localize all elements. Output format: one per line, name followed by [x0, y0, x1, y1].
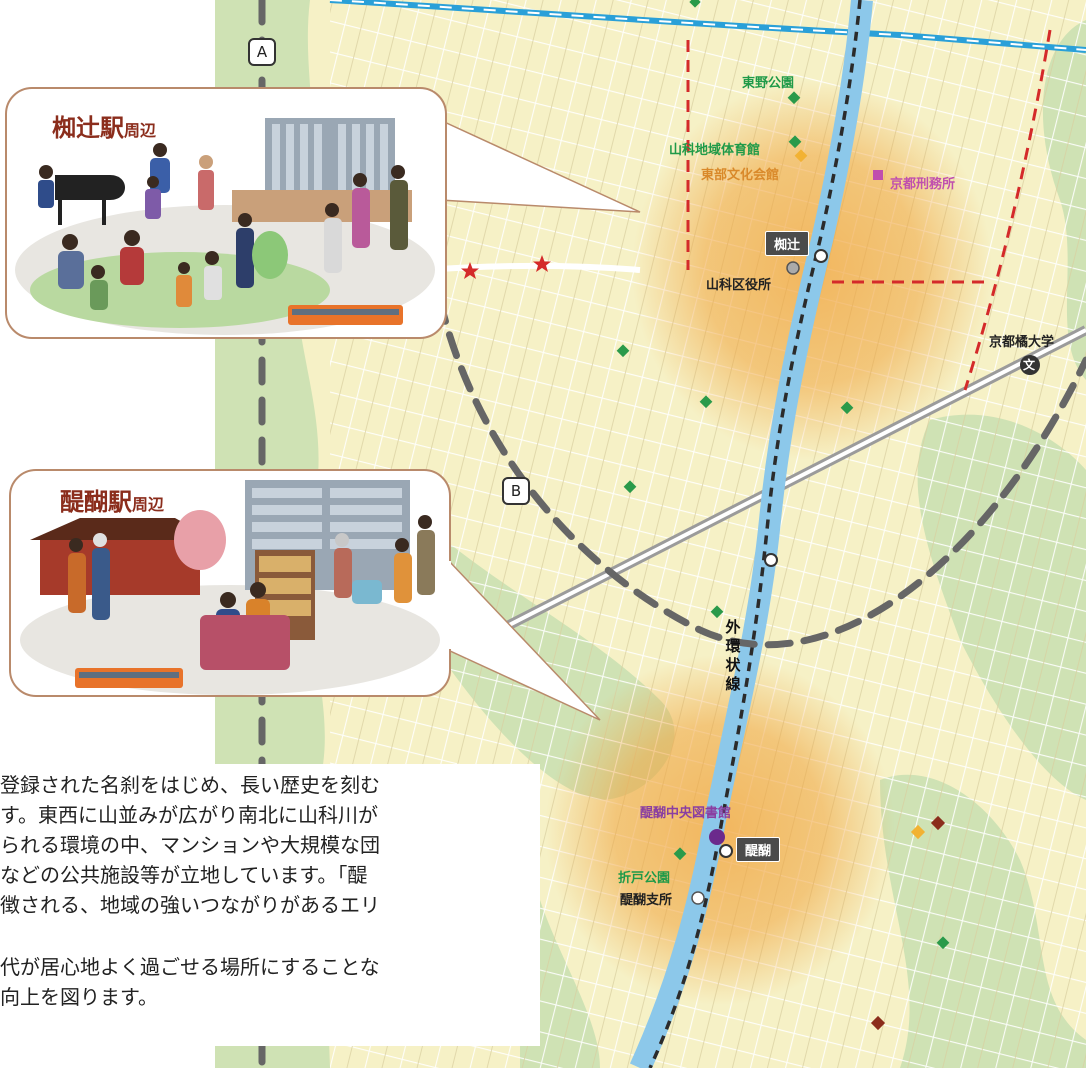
university-label: 京都橘大学	[989, 335, 1055, 350]
callout-nagitsuji-title: 椥辻駅周辺	[52, 108, 156, 143]
callout-nagitsuji-suffix: 周辺	[124, 121, 157, 140]
outer-loop-line-label: 外 環 状 線	[723, 618, 743, 694]
callout-nagitsuji-name: 椥辻駅	[52, 114, 124, 142]
line-label-char: 線	[725, 675, 741, 693]
line-label-char: 環	[725, 637, 741, 655]
description-line: す。東西に山並みが広がり南北に山科川が	[0, 803, 378, 827]
description-line: 代が居心地よく過ごせる場所にすることな	[0, 955, 380, 979]
description-line: 登録された名刹をはじめ、長い歴史を刻む	[0, 773, 380, 797]
library-dot	[709, 829, 725, 845]
culture-hall-label: 東部文化会館	[701, 168, 780, 183]
callout-daigo-suffix: 周辺	[132, 495, 165, 514]
route-a-badge: A	[248, 38, 276, 66]
boundary-east	[963, 29, 1052, 391]
university-icon-glyph: 文	[1023, 358, 1036, 372]
ward-office-dot	[786, 261, 800, 275]
description-line: 徴される、地域の強いつながりがあるエリ	[0, 893, 380, 917]
subway-line	[648, 0, 862, 1068]
callout-daigo-name: 醍醐駅	[60, 488, 132, 516]
line-label-char: 外	[725, 618, 741, 636]
ward-office-label: 山科区役所	[706, 278, 772, 293]
callout-daigo-title: 醍醐駅周辺	[60, 482, 164, 517]
mid-station-dot	[764, 553, 778, 567]
description-block: 登録された名刹をはじめ、長い歴史を刻む す。東西に山並みが広がり南北に山科川が …	[0, 764, 540, 1046]
callout-daigo-panel	[9, 469, 601, 721]
university-symbol	[1020, 355, 1040, 375]
branch-office-label: 醍醐支所	[620, 893, 673, 908]
library-label: 醍醐中央図書館	[640, 806, 732, 821]
star-markers	[461, 255, 551, 279]
nagitsuji-station-dot	[814, 249, 828, 263]
prison-marker	[873, 170, 883, 180]
description-line: 向上を図ります。	[0, 985, 158, 1009]
orito-park-label: 折戸公園	[618, 871, 671, 886]
daigo-station-dot	[719, 844, 733, 858]
branch-office-dot	[691, 891, 705, 905]
facility-marker-brown	[930, 815, 946, 831]
yamashina-gym-label: 山科地域体育館	[669, 143, 761, 158]
facility-marker-brown-2	[870, 1015, 886, 1031]
description-line: などの公共施設等が立地しています。「醍	[0, 863, 368, 887]
route-b-badge: B	[502, 477, 530, 505]
description-line: られる環境の中、マンションや大規模な団	[0, 833, 380, 857]
ring-road-b	[436, 296, 1086, 649]
line-label-char: 状	[725, 656, 741, 674]
daigo-station-label[interactable]: 醍醐	[736, 837, 781, 862]
callout-nagitsuji-panel	[5, 87, 641, 339]
facility-marker-yellow	[910, 824, 926, 840]
nagitsuji-station-label[interactable]: 椥辻	[765, 231, 810, 256]
prison-label: 京都刑務所	[890, 177, 956, 192]
higashino-park-label: 東野公園	[742, 76, 795, 91]
